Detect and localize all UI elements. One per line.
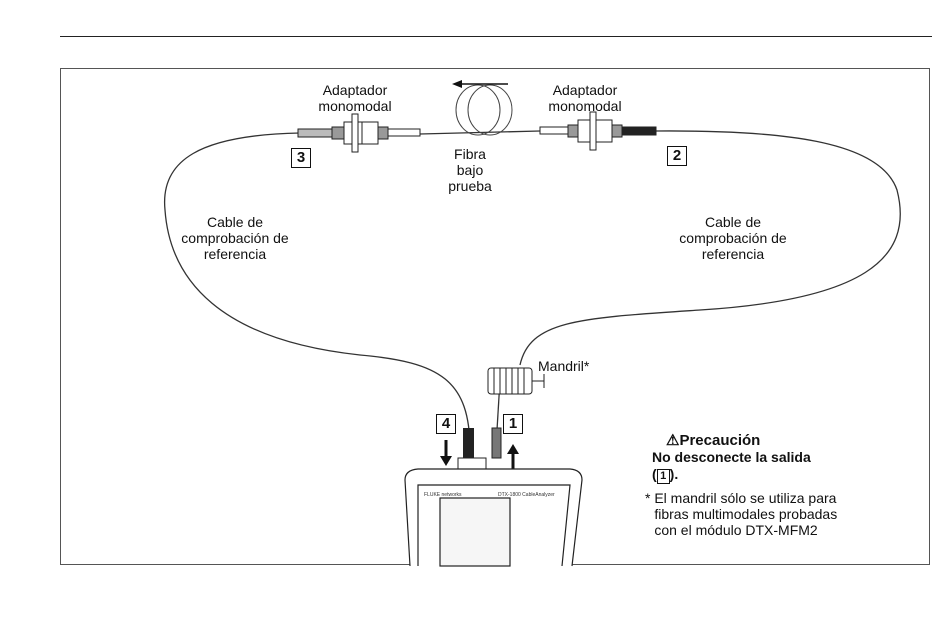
device-model-logo: DTX-1800 CableAnalyzer <box>498 492 555 498</box>
arrow-down-icon <box>440 440 452 466</box>
device-brand-logo: FLUKE networks <box>424 492 462 498</box>
marker-4: 4 <box>436 414 456 434</box>
adapter-left-label: Adaptador monomodal <box>318 82 392 114</box>
ref-cable-right-label: Cable de comprobación de referencia <box>679 214 787 262</box>
marker-2: 2 <box>667 146 687 166</box>
marker-3: 3 <box>291 148 311 168</box>
connector-1 <box>491 427 502 459</box>
mandrel-label: Mandril* <box>538 358 590 374</box>
port-block <box>457 457 487 471</box>
fiber-under-test-label: Fibra bajo prueba <box>448 146 492 194</box>
adapter-right-label: Adaptador monomodal <box>548 82 622 114</box>
footnote-star: * <box>645 490 651 506</box>
marker-1: 1 <box>503 414 523 434</box>
caution-ref-open: ( <box>652 466 657 482</box>
right-adapter <box>539 111 657 151</box>
fiber-coil <box>455 84 513 136</box>
left-adapter <box>297 113 421 153</box>
direction-arrow <box>452 80 508 88</box>
caution-ref-close: ). <box>669 466 679 482</box>
connector-4 <box>463 428 474 458</box>
mandrel <box>487 367 545 395</box>
header-rule <box>60 36 932 37</box>
caution-ref-marker: 1 <box>656 469 670 484</box>
arrow-up-icon <box>507 444 519 470</box>
right-reference-cable <box>519 130 901 366</box>
ref-cable-left-label: Cable de comprobación de referencia <box>181 214 289 262</box>
warning-triangle-icon: ⚠ <box>666 432 680 449</box>
caution-title: Precaución <box>679 432 761 449</box>
caution-note: ⚠Precaución No desconecte la salida (1). <box>652 432 811 484</box>
left-reference-cable <box>163 132 471 451</box>
reference-cables <box>163 130 901 451</box>
footnote: * El mandril sólo se utiliza para fibras… <box>645 490 844 538</box>
caution-text: No desconecte la salida <box>652 449 811 465</box>
dtx-cable-analyzer <box>404 468 583 567</box>
footnote-text: El mandril sólo se utiliza para fibras m… <box>654 490 838 538</box>
